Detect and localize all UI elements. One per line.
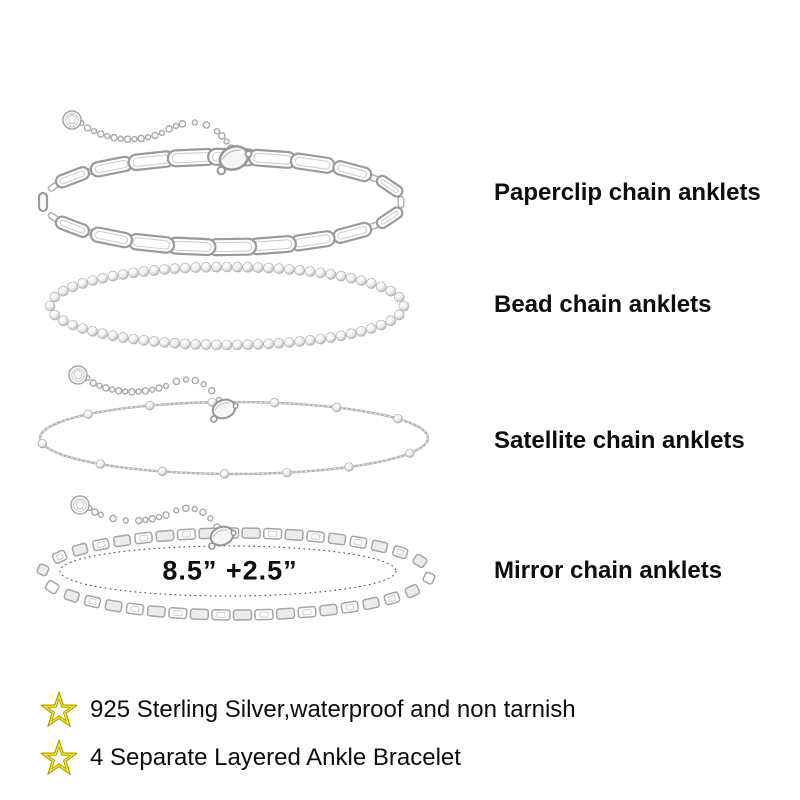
paperclip-chain-image xyxy=(37,110,405,257)
mirror-chain-image xyxy=(36,495,436,621)
label-bead-chain: Bead chain anklets xyxy=(494,291,712,318)
satellite-chain-image xyxy=(37,365,430,479)
feature-text-material: 925 Sterling Silver,waterproof and non t… xyxy=(90,696,576,723)
feature-row-count: 4 Separate Layered Ankle Bracelet xyxy=(38,738,461,778)
star-icon xyxy=(40,739,78,775)
label-paperclip-chain: Paperclip chain anklets xyxy=(494,179,761,206)
label-mirror-chain: Mirror chain anklets xyxy=(494,557,723,584)
star-core xyxy=(47,746,71,769)
feature-row-material: 925 Sterling Silver,waterproof and non t… xyxy=(38,690,576,730)
star-core xyxy=(47,698,71,721)
bead-chain-image xyxy=(44,261,410,351)
label-satellite-chain: Satellite chain anklets xyxy=(494,427,745,454)
size-annotation: 8.5” +2.5” xyxy=(162,555,298,586)
star-icon xyxy=(40,691,78,727)
feature-text-count: 4 Separate Layered Ankle Bracelet xyxy=(90,744,461,771)
